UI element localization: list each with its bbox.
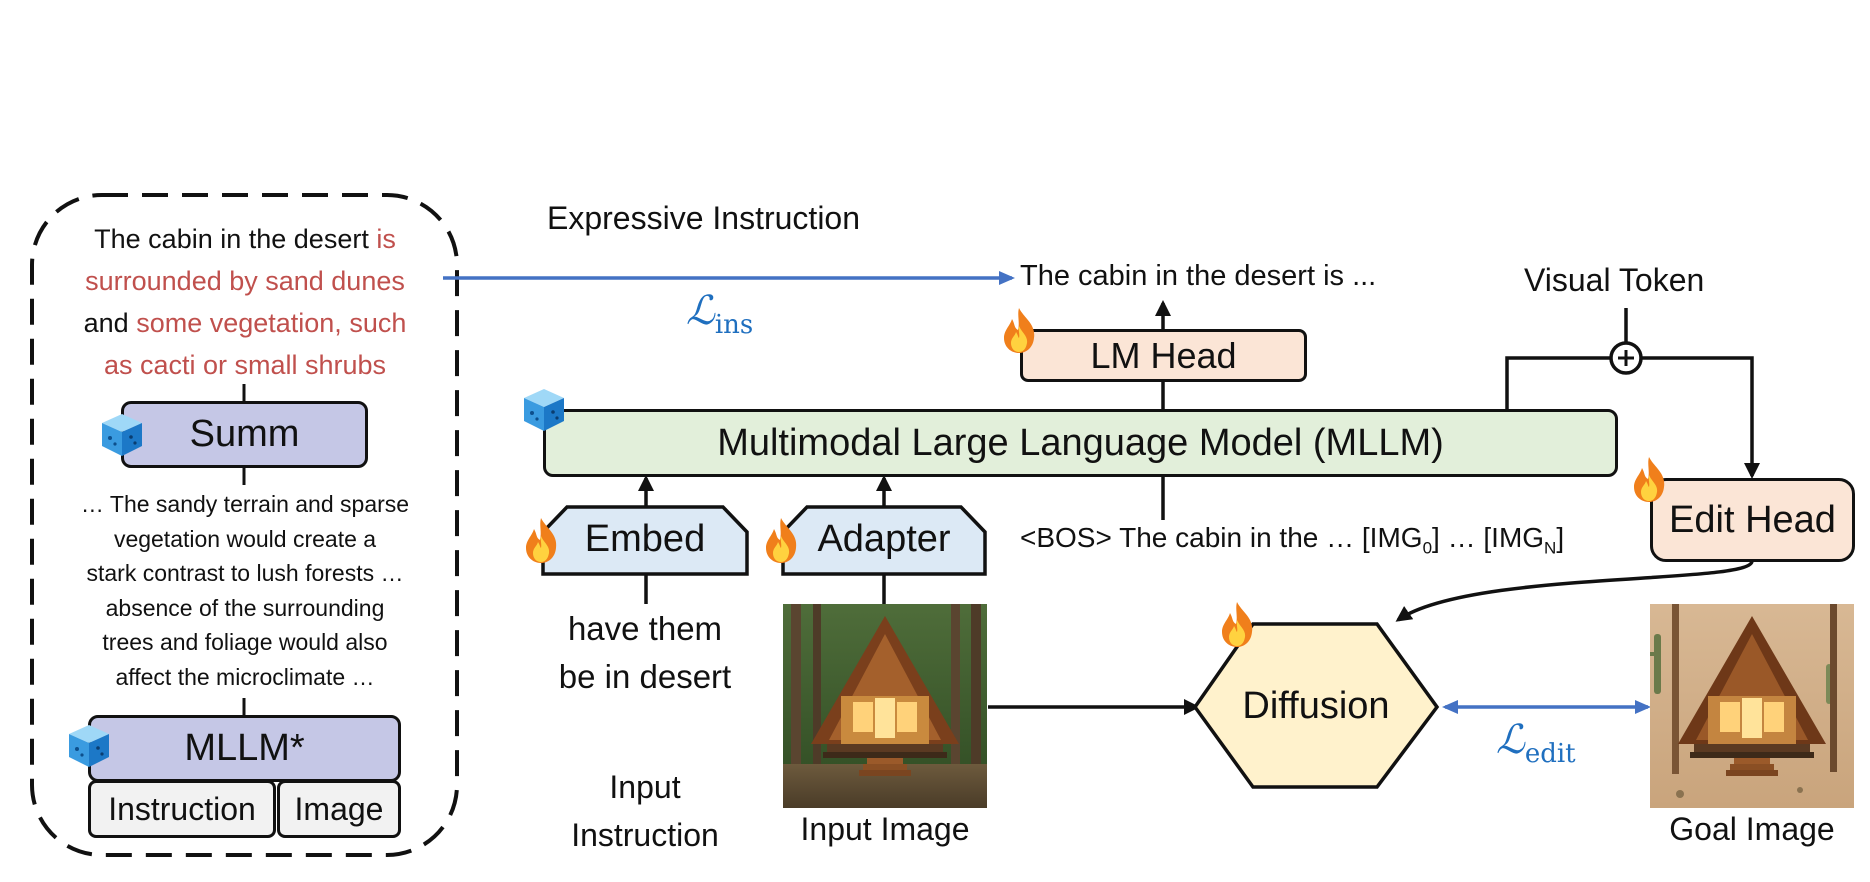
edit-head-label: Edit Head bbox=[1669, 498, 1836, 541]
reasoning-text: … The sandy terrain and sparse vegetatio… bbox=[40, 487, 450, 694]
reasoning-line: trees and foliage would also bbox=[102, 629, 388, 655]
input-image bbox=[783, 604, 987, 808]
reasoning-line: vegetation would create a bbox=[113, 525, 377, 552]
arrow-plus-edithead bbox=[1641, 356, 1760, 479]
input-instruction-caption: Input Instruction bbox=[571, 769, 719, 853]
ice-cube-icon bbox=[69, 725, 109, 767]
reasoning-line: … The sandy terrain and sparse bbox=[80, 491, 410, 517]
mllm-box: Multimodal Large Language Model (MLLM) bbox=[543, 409, 1618, 477]
left-panel-dashed-border bbox=[30, 193, 459, 857]
reasoning-line: absence of the surrounding bbox=[105, 594, 385, 621]
loss-ins-label: ℒins bbox=[686, 288, 754, 340]
fire-icon bbox=[1222, 602, 1253, 647]
image-label: Image bbox=[294, 790, 384, 827]
goal-image-caption: Goal Image bbox=[1669, 811, 1835, 847]
expressive-instruction-text: The cabin in the desert is surrounded by… bbox=[83, 224, 407, 380]
fire-icon bbox=[1634, 457, 1665, 502]
fire-icon bbox=[766, 518, 797, 563]
input-image-caption: Input Image bbox=[800, 811, 970, 847]
lm-head-box: LM Head bbox=[1020, 329, 1307, 382]
diffusion-hexagon bbox=[1192, 622, 1440, 789]
loss-edit-label: ℒedit bbox=[1496, 717, 1576, 769]
image-box: Image bbox=[277, 780, 401, 838]
fire-icon bbox=[526, 518, 557, 563]
reasoning-line: affect the microclimate … bbox=[115, 663, 375, 690]
adapter-label: Adapter bbox=[817, 518, 951, 560]
diffusion-label: Diffusion bbox=[1242, 685, 1390, 727]
goal-image bbox=[1650, 604, 1854, 808]
visual-token-label: Visual Token bbox=[1524, 262, 1705, 298]
ice-cube-icon bbox=[524, 389, 564, 431]
arrow-edithead-diffusion bbox=[1395, 560, 1754, 622]
lm-head-label: LM Head bbox=[1090, 334, 1237, 376]
mllm-star-label: MLLM* bbox=[184, 727, 305, 769]
token-sequence: <BOS> The cabin in the … [IMG0] … [IMGN] bbox=[1020, 522, 1565, 558]
summ-label: Summ bbox=[189, 413, 300, 455]
input-instruction-text: have them be in desert bbox=[558, 610, 732, 695]
summ-box: Summ bbox=[121, 401, 368, 468]
connector-mllm-plus bbox=[1505, 356, 1611, 410]
instruction-box: Instruction bbox=[88, 780, 276, 838]
expressive-instruction-title: Expressive Instruction bbox=[547, 200, 861, 236]
ice-cube-icon bbox=[102, 414, 142, 456]
edit-head-box: Edit Head bbox=[1650, 478, 1855, 562]
instruction-label: Instruction bbox=[108, 790, 256, 827]
fire-icon bbox=[1004, 308, 1035, 353]
mllm-star-box: MLLM* bbox=[88, 715, 401, 782]
reasoning-line: stark contrast to lush forests … bbox=[86, 560, 404, 586]
embed-label: Embed bbox=[584, 518, 706, 560]
output-text: The cabin in the desert is ... bbox=[1020, 260, 1377, 292]
mllm-label: Multimodal Large Language Model (MLLM) bbox=[717, 421, 1444, 464]
